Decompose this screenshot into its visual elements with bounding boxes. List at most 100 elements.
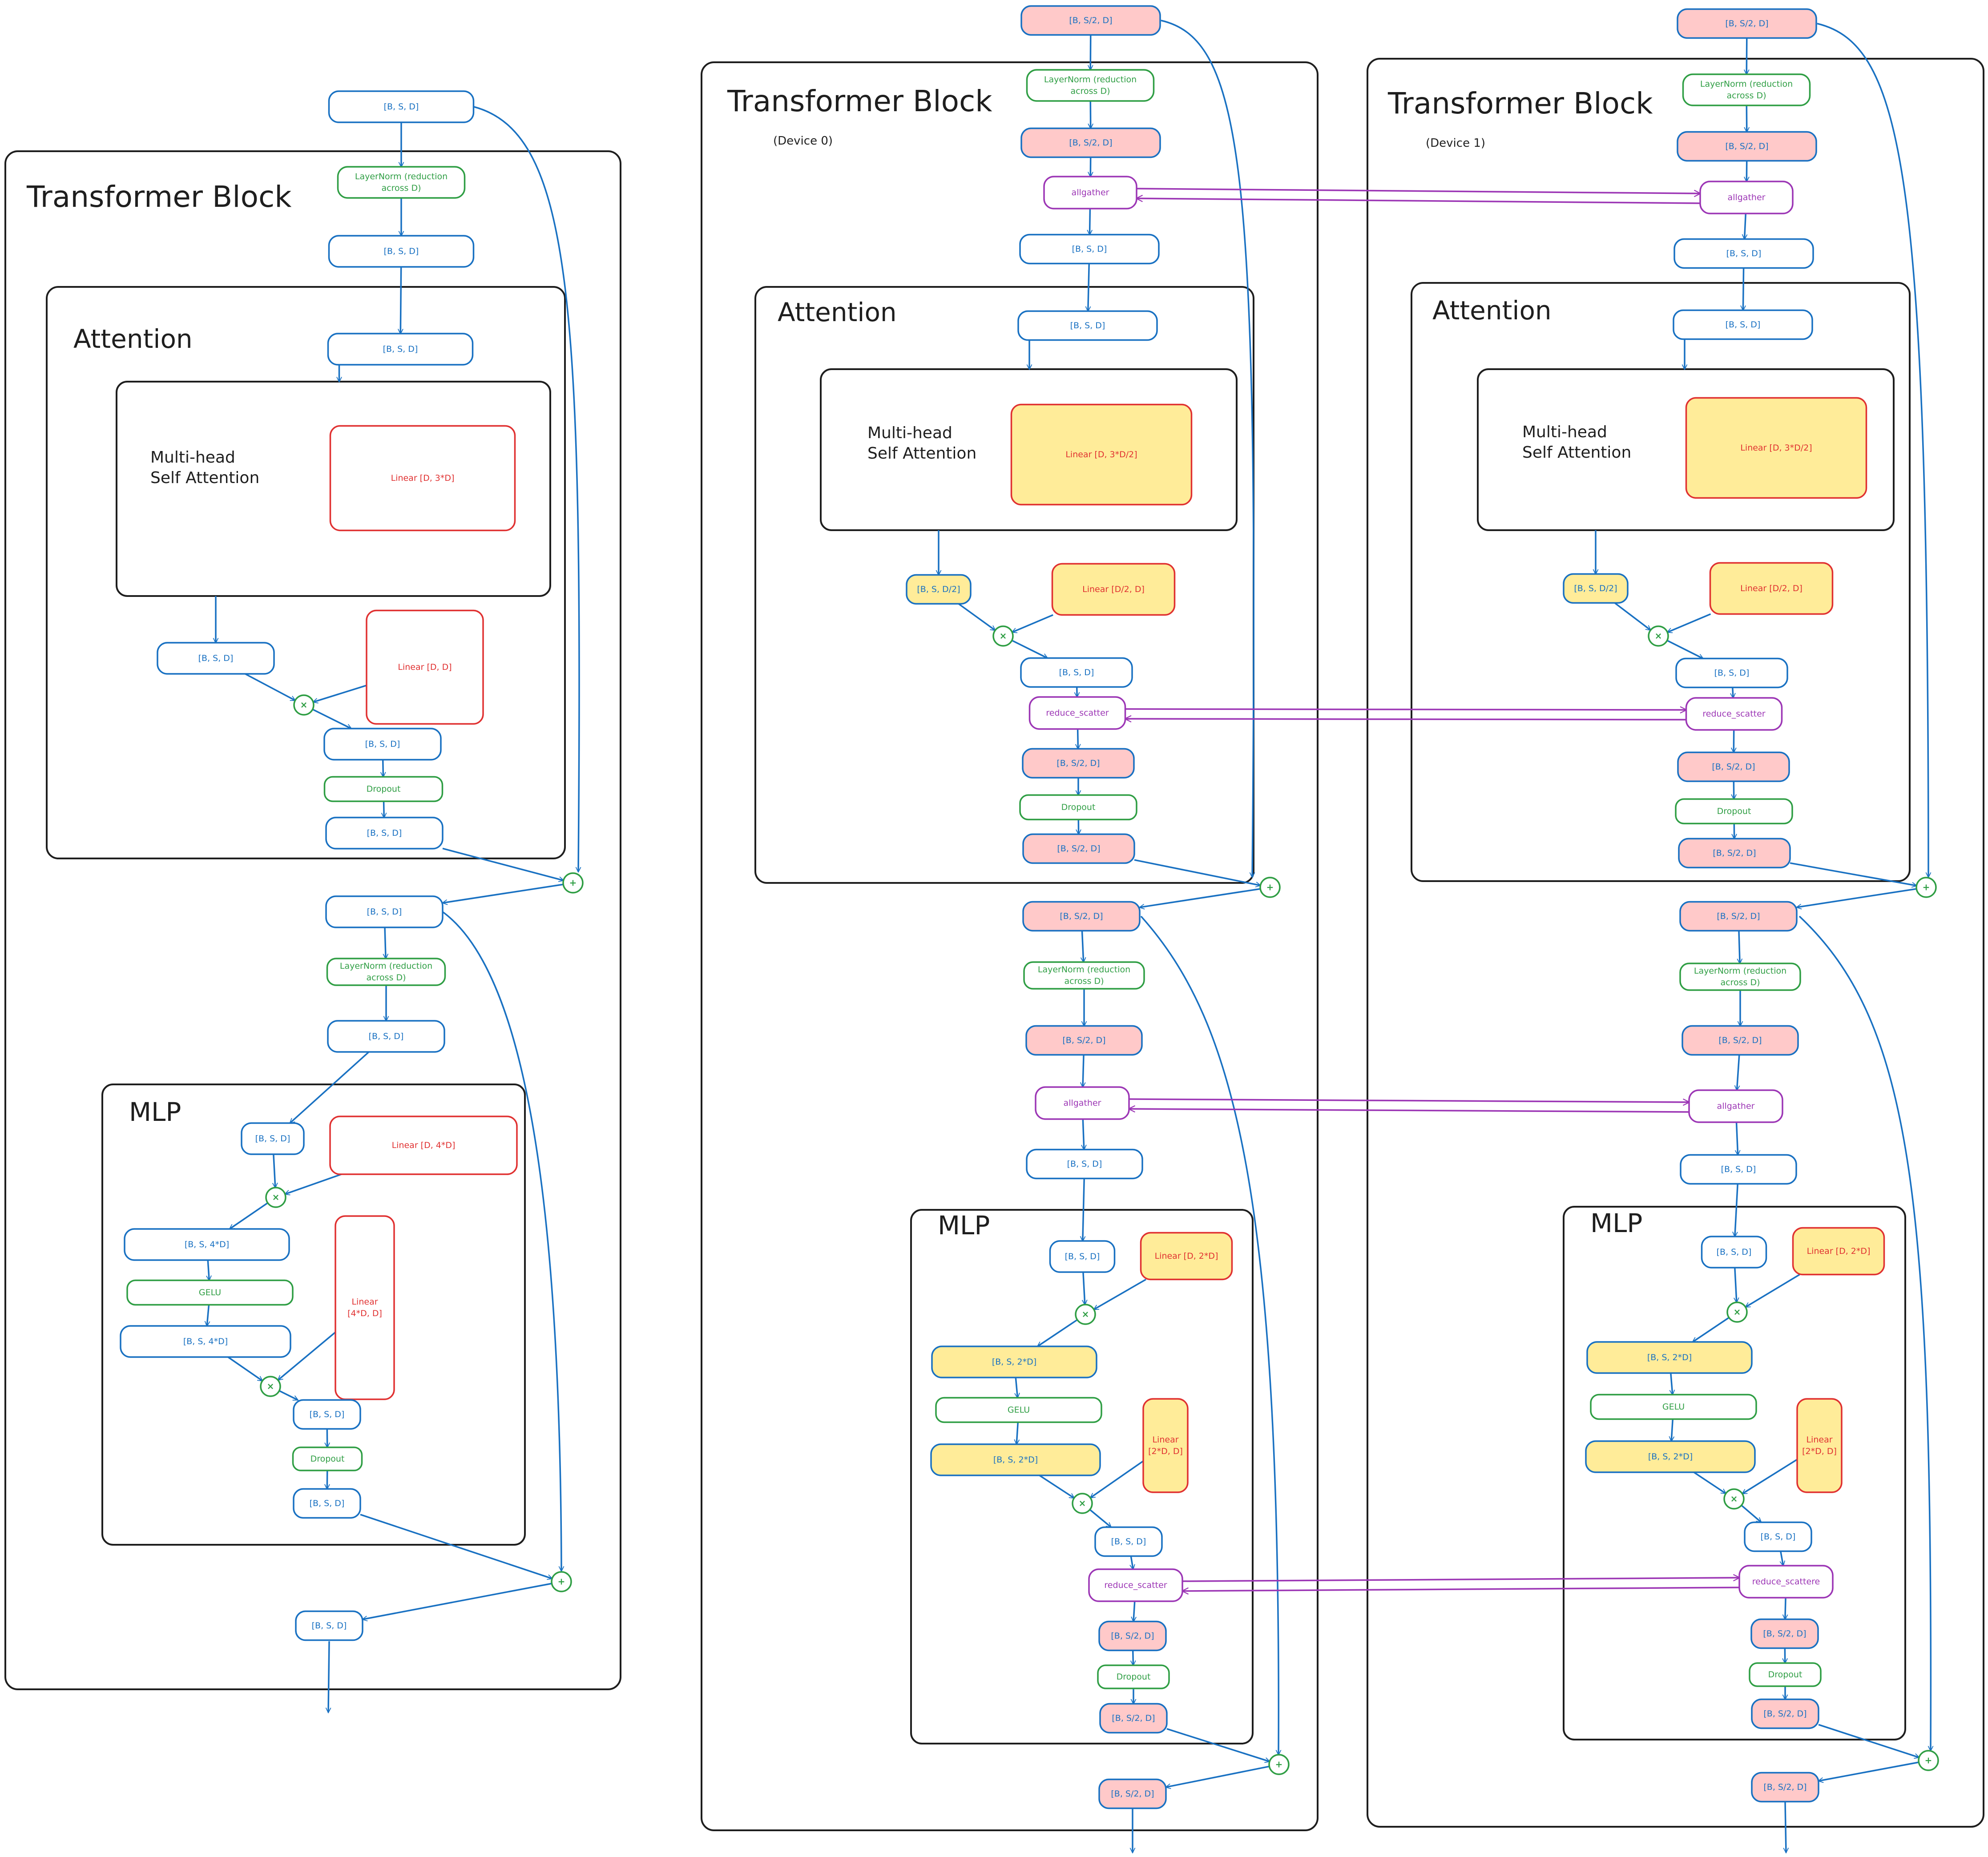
single-edge-fc2-to-mul3 (278, 1331, 336, 1380)
device0-node-h2: [B, S, 2*D] (930, 1443, 1101, 1476)
single-edge-add2-to-out (363, 1583, 552, 1619)
device1-node-rs1: reduce_scatter (1685, 697, 1783, 731)
device0-node-res1: [B, S/2, D] (1022, 901, 1141, 932)
weight_part-box (1142, 1398, 1189, 1493)
tensor-box (124, 1228, 290, 1261)
single-node-proj: Linear [D, D] (366, 609, 484, 725)
op-symbol: × (1082, 1309, 1089, 1320)
device0-node-a_in: [B, S, D] (1017, 310, 1158, 341)
tensor-box (120, 1325, 291, 1358)
weight-box (329, 1116, 518, 1175)
node-label: [B, S/2, D] (1069, 138, 1112, 148)
norm-box (337, 166, 466, 199)
single-node-gelu: GELU (126, 1279, 294, 1306)
device0-edge-mul2-to-h1 (1037, 1319, 1078, 1346)
sharded-box (1750, 1618, 1819, 1649)
add-op-icon (562, 872, 584, 894)
device1-node-ag1: allgather (1699, 181, 1794, 214)
node-label: Linear [D, 3*D/2] (1065, 450, 1137, 459)
device1-edge-fc2-to-mul3 (1742, 1458, 1798, 1494)
single-attention-frame (46, 286, 566, 859)
node-label: [B, S/2, D] (1763, 1629, 1806, 1639)
single-node-fc2: Linear[4*D, D] (335, 1215, 395, 1400)
tensor-box (323, 728, 442, 761)
single-edge-mul3-to-m_proj (278, 1390, 298, 1401)
tensor-box (1094, 1526, 1163, 1557)
node-label: Dropout (310, 1454, 345, 1464)
device0-edge-fc2-to-mul3 (1090, 1460, 1144, 1498)
multiply-op-icon (1075, 1304, 1096, 1325)
tensor-box (327, 333, 474, 366)
reduce-scatter-link-1-forward (1125, 709, 1686, 710)
single-edge-m_in-to-mul2 (274, 1154, 275, 1188)
node-label: [B, S, D] (367, 828, 402, 838)
tensor-box (1701, 1236, 1767, 1269)
single-edge-a_out-to-mul1 (245, 673, 295, 701)
single-transformer-block-frame (4, 150, 621, 1690)
node-label: allgather (1728, 193, 1766, 202)
device1-edge-g2-to-m_in (1735, 1184, 1739, 1237)
node-label: Linear [D, 2*D] (1155, 1251, 1218, 1261)
node-label: Linear[2*D, D] (1148, 1435, 1183, 1456)
single-edge-a_drop-to-add1 (442, 847, 564, 881)
node-label: [B, S/2, D] (1725, 19, 1768, 28)
weight-box (335, 1215, 395, 1400)
node-label: [B, S, D] (1726, 249, 1762, 258)
norm-box (1675, 798, 1793, 825)
node-label: Dropout (1768, 1670, 1803, 1680)
device1-node-h1: [B, S, 2*D] (1586, 1341, 1753, 1374)
collective-box (1035, 1086, 1130, 1120)
single-node-a_proj: [B, S, D] (323, 728, 442, 761)
tensor-box (1049, 1240, 1116, 1273)
device0-node-m_proj: [B, S, D] (1094, 1526, 1163, 1557)
sharded-box (1677, 751, 1790, 782)
norm-box (323, 776, 444, 802)
device1-node-mul2: × (1726, 1301, 1748, 1323)
device1-block-title: Transformer Block (1387, 86, 1653, 121)
device1-edge-h2-to-mul3 (1693, 1471, 1726, 1494)
single-node-mul1: × (293, 694, 315, 716)
single-node-out: [B, S, D] (295, 1610, 363, 1641)
device0-node-m_drop: [B, S/2, D] (1099, 1703, 1168, 1734)
device0-edge-a_drop-to-add1 (1134, 859, 1260, 885)
node-label: [B, S, 2*D] (992, 1357, 1036, 1367)
sharded-box (1022, 748, 1135, 779)
device0-edge-fc1-to-mul2 (1094, 1278, 1146, 1310)
node-label: [B, S/2, D] (1057, 844, 1100, 854)
node-label: [B, S/2, D] (1718, 1035, 1762, 1045)
device1-node-ag2: allgather (1688, 1089, 1783, 1123)
single-edge-h2-to-mul3 (227, 1356, 262, 1381)
sharded-box (1022, 901, 1141, 932)
node-label: [B, S, 2*D] (1648, 1452, 1693, 1462)
single-mhsa-frame (116, 381, 551, 597)
device1-node-g2: [B, S, D] (1680, 1154, 1797, 1185)
node-label: reduce_scatter (1046, 708, 1109, 718)
device0-edge-proj-to-mul1 (1012, 614, 1053, 632)
node-label: reduce_scatter (1104, 1580, 1167, 1590)
op-symbol: + (569, 878, 577, 888)
node-label: GELU (1662, 1402, 1685, 1412)
node-label: allgather (1072, 188, 1109, 197)
device0-device-label: (Device 0) (773, 134, 833, 148)
device1-node-m_in: [B, S, D] (1701, 1236, 1767, 1269)
device0-node-mul2: × (1075, 1304, 1096, 1325)
node-label: [B, S/2, D] (1763, 1782, 1807, 1792)
device1-residual-skip-1 (1817, 23, 1928, 877)
single-block-title: Transformer Block (26, 180, 292, 214)
norm-box (935, 1397, 1102, 1423)
add-op-icon (1268, 1754, 1290, 1775)
op-symbol: + (1275, 1759, 1283, 1770)
node-label: allgather (1064, 1098, 1101, 1108)
node-label: [B, S, D] (365, 739, 400, 749)
tensor_part-box (1563, 573, 1629, 604)
device0-edge-m_in-to-mul2 (1083, 1272, 1085, 1305)
node-label: [B, S, D] (384, 102, 419, 112)
tensor_part-box (1586, 1341, 1753, 1374)
single-residual-skip-2 (442, 911, 561, 1571)
single-node-t2: [B, S, D] (327, 1020, 445, 1053)
single-mlp-title: MLP (129, 1097, 181, 1127)
